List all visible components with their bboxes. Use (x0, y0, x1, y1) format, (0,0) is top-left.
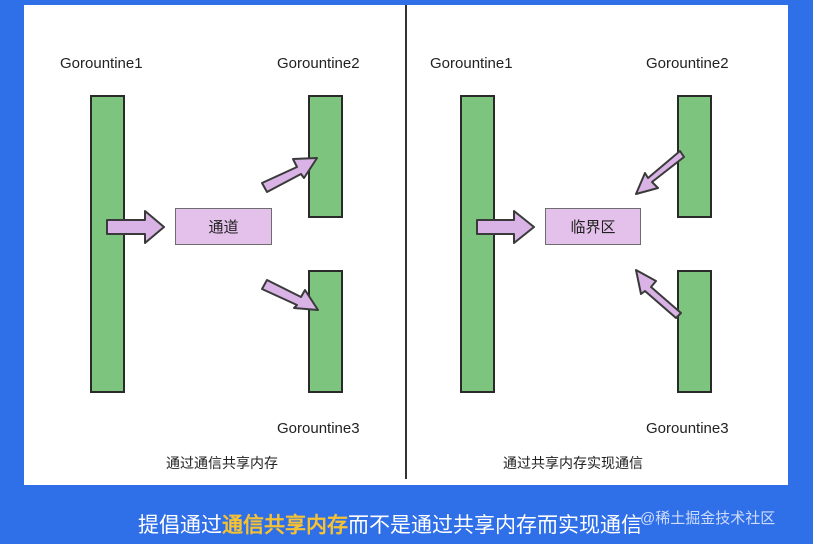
banner-suffix: 而不是通过共享内存而实现通信 (348, 514, 642, 537)
left-caption: 通过通信共享内存 (166, 455, 278, 471)
channel-box: 通道 (175, 208, 272, 245)
left-goroutine2-label: Gorountine2 (277, 55, 360, 72)
right-goroutine2-label: Gorountine2 (646, 55, 729, 72)
banner-text: 提倡通过通信共享内存而不是通过共享内存而实现通信 (138, 509, 642, 539)
banner-highlight: 通信共享内存 (222, 514, 348, 537)
right-goroutine1-label: Gorountine1 (430, 55, 513, 72)
banner-prefix: 提倡通过 (138, 514, 222, 537)
right-goroutine3-label: Gorountine3 (646, 420, 729, 437)
left-goroutine2-bar (308, 95, 343, 218)
left-goroutine3-label: Gorountine3 (277, 420, 360, 437)
left-goroutine1-bar (90, 95, 125, 393)
arrow-channel-to-g2 (261, 157, 318, 193)
arrow-g3-to-critical (635, 269, 682, 319)
right-caption: 通过共享内存实现通信 (503, 455, 643, 471)
right-goroutine3-bar (677, 270, 712, 393)
arrow-g1-to-channel (106, 210, 165, 244)
left-goroutine1-label: Gorountine1 (60, 55, 143, 72)
arrow-g2-to-critical (635, 150, 685, 195)
center-divider (405, 5, 407, 479)
left-goroutine3-bar (308, 270, 343, 393)
critical-section-box: 临界区 (545, 208, 641, 245)
watermark: @稀土掘金技术社区 (640, 510, 776, 527)
arrow-g1-to-critical (476, 210, 535, 244)
arrow-channel-to-g3 (261, 279, 319, 311)
right-goroutine1-bar (460, 95, 495, 393)
